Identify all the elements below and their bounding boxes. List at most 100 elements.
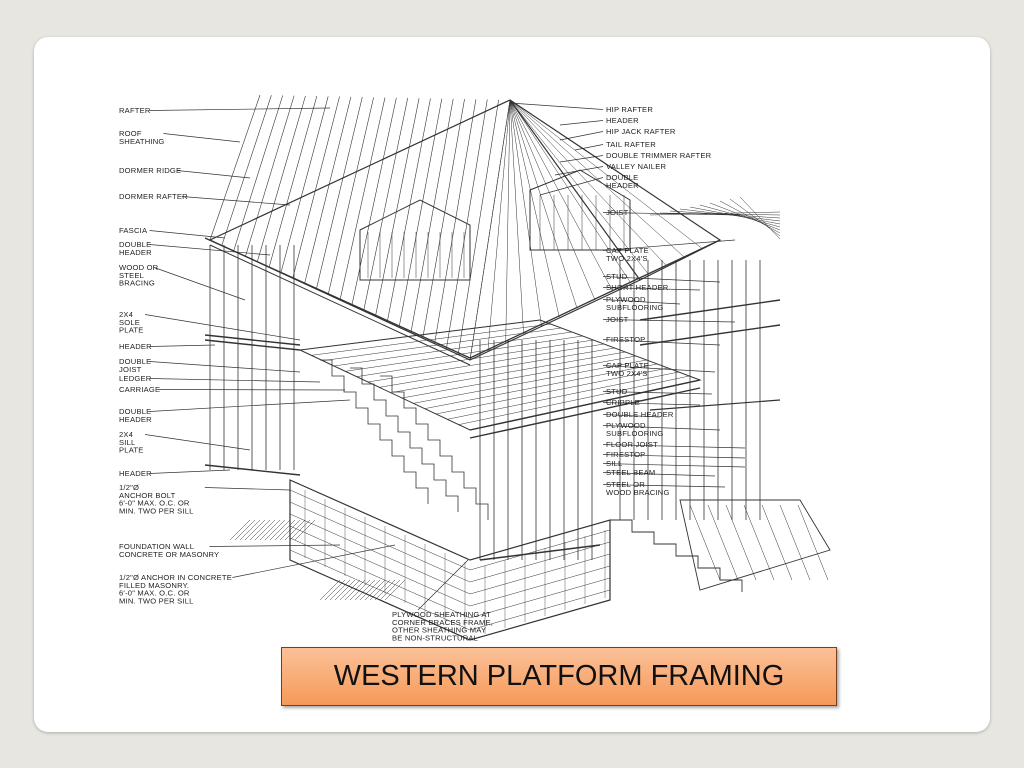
right-callout-label: WOOD BRACING — [606, 488, 670, 497]
leader-line — [232, 544, 396, 578]
leader-line — [417, 559, 469, 611]
leader-line — [209, 544, 341, 547]
left-callout-label: HEADER — [119, 415, 152, 424]
left-callout-label: DORMER RAFTER — [119, 192, 188, 201]
leader-line — [149, 230, 226, 239]
leader-line — [149, 344, 216, 347]
right-callout-label: SILL — [606, 459, 622, 468]
right-callout-label: PLYWOOD — [606, 421, 646, 430]
diagram-title: WESTERN PLATFORM FRAMING — [333, 660, 785, 692]
right-callout-label: HEADER — [606, 181, 639, 190]
left-callout-label: 2X4 — [119, 310, 133, 319]
left-callout-label: HEADER — [119, 248, 152, 257]
leader-line — [559, 155, 604, 163]
leader-line — [602, 212, 741, 216]
leader-line — [149, 244, 271, 256]
left-callout-label: JOIST — [119, 365, 142, 374]
left-callout-label: ROOF — [119, 129, 142, 138]
leader-line — [559, 131, 604, 141]
leader-line — [602, 444, 746, 449]
left-callout-label: MIN. TWO PER SILL — [119, 596, 194, 605]
left-callout-label: 2X4 — [119, 430, 133, 439]
left-callout-label: HEADER — [119, 469, 152, 478]
leader-line — [602, 339, 721, 346]
left-callout-label: MIN. TWO PER SILL — [119, 506, 194, 515]
left-callout-label: WOOD OR — [119, 263, 159, 272]
left-callout-label: SOLE — [119, 318, 140, 327]
leader-line — [539, 177, 604, 196]
left-callout-label: HEADER — [119, 342, 152, 351]
leader-line — [602, 319, 736, 323]
left-callout-label: DORMER RIDGE — [119, 166, 181, 175]
slide — [34, 37, 990, 732]
left-callout-label: 6'-0" MAX. O.C. OR — [119, 499, 190, 508]
diagram-title-box: WESTERN PLATFORM FRAMING — [281, 647, 837, 706]
right-callout-label: TWO 2X4'S — [606, 254, 648, 263]
left-callout-label: 6'-0" MAX. O.C. OR — [119, 589, 190, 598]
leader-line — [163, 133, 241, 143]
leader-line — [602, 276, 721, 283]
leader-line — [602, 484, 726, 488]
leader-line — [149, 399, 351, 412]
left-callout-label: FILLED MASONRY. — [119, 581, 189, 590]
right-callout-label: VALLEY NAILER — [606, 162, 666, 171]
right-callout-label: HEADER — [606, 116, 639, 125]
right-callout-label: HIP RAFTER — [606, 105, 653, 114]
right-callout-label: DOUBLE HEADER — [606, 410, 674, 419]
leader-line — [149, 378, 321, 383]
left-callout-label: SILL — [119, 438, 135, 447]
left-callout-label: CONCRETE OR MASONRY — [119, 550, 219, 559]
leader-line — [602, 287, 701, 291]
left-callout-label: DOUBLE — [119, 407, 151, 416]
right-callout-label: SUBFLOORING — [606, 303, 663, 312]
bottom-callout-label: OTHER SHEATHING MAY — [392, 626, 486, 635]
right-callout-label: FLOOR JOIST — [606, 440, 658, 449]
left-callout-label: 1/2"Ø ANCHOR IN CONCRETE — [119, 573, 232, 582]
leader-line — [144, 314, 301, 341]
right-callout-label: DOUBLE — [606, 173, 638, 182]
right-callout-label: SHORT HEADER — [606, 283, 669, 292]
right-callout-label: STUD — [606, 272, 628, 281]
right-callout-label: FIRESTOP — [606, 335, 645, 344]
right-callout-label: DOUBLE TRIMMER RAFTER — [606, 151, 712, 160]
leader-line — [602, 239, 736, 251]
left-callout-label: FASCIA — [119, 226, 148, 235]
leader-line — [149, 469, 231, 474]
leader-line — [602, 299, 681, 305]
left-callout-label: ANCHOR BOLT — [119, 491, 176, 500]
left-callout-label: PLATE — [119, 446, 144, 455]
left-callout-label: DOUBLE — [119, 357, 151, 366]
right-callout-label: JOIST — [606, 208, 629, 217]
leader-line — [602, 391, 713, 395]
right-callout-label: STEEL OR — [606, 480, 645, 489]
leader-line — [602, 463, 746, 468]
house-framing-drawing — [204, 94, 831, 641]
left-callout-label: CARRIAGE — [119, 385, 160, 394]
left-callout-label: FOUNDATION WALL — [119, 542, 194, 551]
right-callout-label: SUBFLOORING — [606, 429, 663, 438]
left-callout-label: DOUBLE — [119, 240, 151, 249]
bottom-callout-label: CORNER BRACES FRAME, — [392, 618, 493, 627]
leader-line — [204, 487, 291, 491]
label-leader-lines — [144, 102, 746, 611]
leader-line — [509, 102, 604, 110]
right-callout-label: CRIPPLE — [606, 398, 640, 407]
leader-line — [602, 365, 716, 373]
leader-line — [554, 166, 604, 176]
leader-line — [602, 425, 721, 431]
bottom-callout-label: PLYWOOD SHEATHING AT — [392, 610, 491, 619]
leader-line — [602, 454, 746, 459]
left-callout-label: LEDGER — [119, 374, 152, 383]
left-callout-label: RAFTER — [119, 106, 151, 115]
leader-line — [149, 361, 301, 373]
leader-line — [154, 267, 246, 301]
right-callout-label: CAP PLATE — [606, 246, 649, 255]
leader-line — [158, 389, 346, 391]
leader-line — [574, 144, 604, 151]
leader-line — [602, 414, 661, 418]
left-callout-label: BRACING — [119, 279, 155, 288]
right-callout-label: TAIL RAFTER — [606, 140, 656, 149]
leader-line — [559, 120, 604, 126]
bottom-callout-label: BE NON-STRUCTURAL — [392, 633, 478, 642]
